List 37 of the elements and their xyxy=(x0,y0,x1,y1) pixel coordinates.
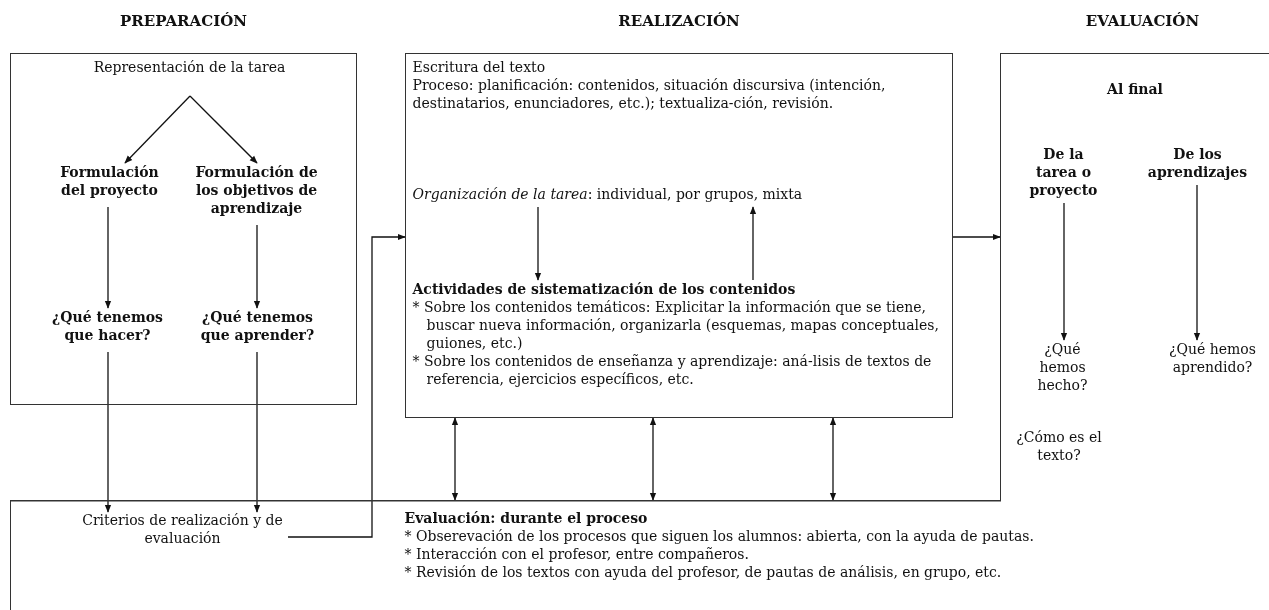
section-heading: PREPARACIÓN xyxy=(119,12,248,30)
node-text: ¿Qué tenemos que hacer? xyxy=(39,307,176,352)
node-text: ¿Qué hemos aprendido? xyxy=(1159,339,1266,398)
section-heading: REALIZACIÓN xyxy=(617,12,741,30)
paragraph-text: * Revisión de los textos con ayuda del profesor, de pautas de análisis, en grupo, etc. xyxy=(404,562,1003,581)
arrow xyxy=(189,95,258,164)
node-text: Formulación de los objetivos de aprendizaje xyxy=(189,162,324,225)
arrow xyxy=(829,417,837,501)
arrow xyxy=(253,224,261,309)
node-text: Representación de la tarea xyxy=(39,57,340,96)
arrow xyxy=(451,417,459,501)
text-label: ¿Cómo es el texto? xyxy=(1015,428,1103,464)
block-heading: Evaluación: durante el proceso xyxy=(404,508,649,527)
node-text: Formulación del proyecto xyxy=(49,162,170,207)
block-heading: Escritura del texto xyxy=(412,57,547,76)
node-text: ¿Qué tenemos que aprender? xyxy=(187,307,328,352)
arrow xyxy=(534,206,542,281)
node-text: Organización de la tarea: individual, por grupos, mixta xyxy=(412,184,948,207)
node-text: ¿Qué hemos hecho? xyxy=(1027,339,1098,398)
node-text: De los aprendizajes xyxy=(1139,144,1256,185)
paragraph-text: * Obserevación de los procesos que siguen los alumnos: abierta, con la ayuda de pautas. xyxy=(404,526,1035,545)
paragraph-text: Proceso: planificación: contenidos, situación discursiva (intención, destinatarios, enunciadores, etc.); textualiza-ción, revisión. xyxy=(412,75,887,112)
paragraph-text: * Sobre los contenidos de enseñanza y aprendizaje: aná-lisis de textos de referencia, ejercicios específicos, etc. xyxy=(412,351,933,388)
arrow xyxy=(124,95,191,164)
arrow xyxy=(649,417,657,501)
section-heading: EVALUACIÓN xyxy=(1084,12,1201,30)
block-heading: Actividades de sistematización de los contenidos xyxy=(412,279,797,298)
arrow xyxy=(749,206,757,281)
paragraph-text: * Sobre los contenidos temáticos: Explicitar la información que se tiene, buscar nueva información, organizarla (esquemas, mapas conceptuales, guiones, etc.) xyxy=(412,297,940,352)
arrow xyxy=(104,206,112,309)
paragraph-text: * Interacción con el profesor, entre compañeros. xyxy=(404,544,750,563)
node-text: De la tarea o proyecto xyxy=(1021,144,1106,203)
arrow xyxy=(1060,202,1068,341)
text-label: Al final xyxy=(1106,80,1164,98)
arrow xyxy=(1193,184,1201,341)
node-text: Criterios de realización y de evaluación xyxy=(77,510,288,551)
arrow xyxy=(952,233,1001,241)
